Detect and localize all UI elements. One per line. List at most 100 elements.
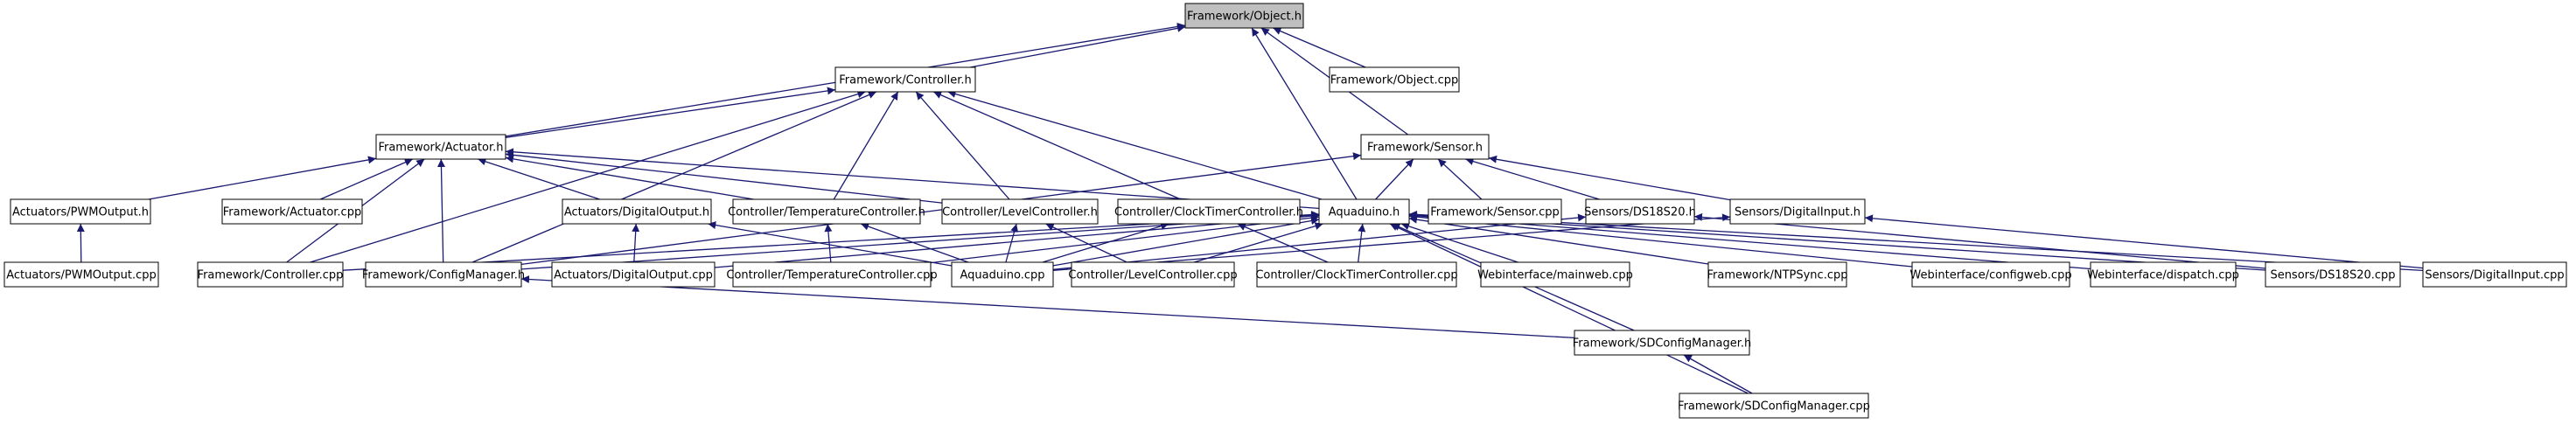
node-label: Controller/ClockTimerController.cpp xyxy=(1255,269,1457,282)
node-level-h[interactable]: Controller/LevelController.h xyxy=(941,198,1099,225)
node-box[interactable] xyxy=(834,66,976,93)
node-sdcfg-h[interactable]: Framework/SDConfigManager.h xyxy=(1573,330,1751,356)
node-label: Framework/NTPSync.cpp xyxy=(1707,269,1848,282)
node-temp-cpp[interactable]: Controller/TemperatureController.cpp xyxy=(726,261,938,288)
node-box[interactable] xyxy=(951,261,1054,288)
edge-level_cpp-to-level_h xyxy=(1045,223,1127,263)
node-label: Actuators/PWMOutput.h xyxy=(12,206,149,219)
edge-din_cpp-to-din_h xyxy=(1864,214,2424,269)
edge-act_cpp-to-act_h xyxy=(319,158,414,200)
node-pwm-cpp[interactable]: Actuators/PWMOutput.cpp xyxy=(3,261,159,288)
node-ds-h[interactable]: Sensors/DS18S20.h xyxy=(1584,198,1696,225)
edge-temp_h-to-act_h xyxy=(505,155,754,200)
node-sdcfg-cpp[interactable]: Framework/SDConfigManager.cpp xyxy=(1678,393,1870,419)
node-label: Sensors/DS18S20.cpp xyxy=(2270,269,2395,282)
edges-layer xyxy=(76,23,2424,394)
node-label: Framework/Object.h xyxy=(1187,10,1302,24)
node-box[interactable] xyxy=(1679,393,1869,419)
node-aqua-cpp[interactable]: Aquaduino.cpp xyxy=(951,261,1054,288)
node-dout-cpp[interactable]: Actuators/DigitalOutput.cpp xyxy=(551,261,716,288)
node-label: Controller/TemperatureController.cpp xyxy=(726,269,937,282)
node-box[interactable] xyxy=(2422,261,2567,288)
edge-din_h-to-sensor_h xyxy=(1488,155,1731,201)
node-ctrl-cpp[interactable]: Framework/Controller.cpp xyxy=(197,261,344,288)
node-sensor-cpp[interactable]: Framework/Sensor.cpp xyxy=(1428,198,1562,225)
node-dispatch-cpp[interactable]: Webinterface/dispatch.cpp xyxy=(2087,261,2239,288)
node-label: Actuators/PWMOutput.cpp xyxy=(6,269,157,282)
node-box[interactable] xyxy=(1428,198,1562,225)
node-label: Sensors/DigitalInput.cpp xyxy=(2425,269,2564,282)
edge-sdcfg_cpp-to-sdcfg_h xyxy=(1683,354,1753,394)
node-label: Framework/ConfigManager.h xyxy=(362,269,525,282)
edge-obj_cpp-to-obj_h xyxy=(1273,27,1366,68)
node-ds-cpp[interactable]: Sensors/DS18S20.cpp xyxy=(2265,261,2401,288)
node-label: Framework/Sensor.cpp xyxy=(1430,206,1560,219)
node-label: Aquaduino.h xyxy=(1329,206,1400,219)
edge-aqua_cpp-to-aqua_h xyxy=(1052,217,1320,267)
node-pwm-h[interactable]: Actuators/PWMOutput.h xyxy=(10,198,151,225)
node-box[interactable] xyxy=(1911,261,2070,288)
node-box[interactable] xyxy=(1256,261,1457,288)
node-level-cpp[interactable]: Controller/LevelController.cpp xyxy=(1068,261,1238,288)
node-box[interactable] xyxy=(941,198,1099,225)
node-dout-h[interactable]: Actuators/DigitalOutput.h xyxy=(562,198,712,225)
node-clock-h[interactable]: Controller/ClockTimerController.h xyxy=(1114,198,1303,225)
node-sensor-h[interactable]: Framework/Sensor.h xyxy=(1360,134,1490,160)
node-mainweb-cpp[interactable]: Webinterface/mainweb.cpp xyxy=(1477,261,1633,288)
edge-cfg_h-to-act_h xyxy=(436,158,445,263)
node-box[interactable] xyxy=(1574,330,1750,356)
edge-clock_cpp-to-clock_h xyxy=(1237,223,1329,263)
node-configweb-cpp[interactable]: Webinterface/configweb.cpp xyxy=(1909,261,2072,288)
node-label: Webinterface/mainweb.cpp xyxy=(1477,269,1633,282)
node-box[interactable] xyxy=(197,261,344,288)
node-box[interactable] xyxy=(3,261,159,288)
node-act-h[interactable]: Framework/Actuator.h xyxy=(375,134,506,160)
node-aqua-h[interactable]: Aquaduino.h xyxy=(1318,198,1410,225)
node-act-cpp[interactable]: Framework/Actuator.cpp xyxy=(221,198,363,225)
node-box[interactable] xyxy=(1184,3,1304,29)
edge-dout_h-to-act_h xyxy=(478,157,600,200)
node-box[interactable] xyxy=(10,198,151,225)
node-box[interactable] xyxy=(221,198,363,225)
node-label: Controller/TemperatureController.h xyxy=(728,206,925,219)
node-box[interactable] xyxy=(1360,134,1490,160)
node-obj-cpp[interactable]: Framework/Object.cpp xyxy=(1329,66,1460,93)
node-box[interactable] xyxy=(1318,198,1410,225)
node-box[interactable] xyxy=(2265,261,2401,288)
node-box[interactable] xyxy=(1071,261,1235,288)
edge-level_h-to-ctrl_h xyxy=(915,91,1010,200)
node-box[interactable] xyxy=(732,198,921,225)
node-ntp-cpp[interactable]: Framework/NTPSync.cpp xyxy=(1707,261,1848,288)
edge-clock_cpp-to-aqua_h xyxy=(1358,223,1366,263)
node-box[interactable] xyxy=(1480,261,1630,288)
node-label: Framework/SDConfigManager.cpp xyxy=(1678,400,1870,414)
node-box[interactable] xyxy=(1729,198,1866,225)
node-obj-h[interactable]: Framework/Object.h xyxy=(1184,3,1304,29)
edge-temp_cpp-to-temp_h xyxy=(824,223,833,263)
node-box[interactable] xyxy=(1585,198,1695,225)
node-box[interactable] xyxy=(365,261,522,288)
node-din-cpp[interactable]: Sensors/DigitalInput.cpp xyxy=(2422,261,2567,288)
edge-cfg_h-to-ctrl_h xyxy=(471,91,877,263)
node-box[interactable] xyxy=(1329,66,1460,93)
node-box[interactable] xyxy=(551,261,716,288)
node-din-h[interactable]: Sensors/DigitalInput.h xyxy=(1729,198,1866,225)
node-box[interactable] xyxy=(1707,261,1847,288)
node-temp-h[interactable]: Controller/TemperatureController.h xyxy=(728,198,925,225)
node-label: Aquaduino.cpp xyxy=(960,269,1045,282)
node-box[interactable] xyxy=(732,261,932,288)
node-box[interactable] xyxy=(562,198,712,225)
edge-aqua_cpp-to-temp_h xyxy=(860,222,969,263)
nodes-layer: Framework/Object.hFramework/Controller.h… xyxy=(3,3,2567,419)
node-label: Webinterface/configweb.cpp xyxy=(1909,269,2071,282)
node-box[interactable] xyxy=(1117,198,1301,225)
node-clock-cpp[interactable]: Controller/ClockTimerController.cpp xyxy=(1255,261,1458,288)
edge-configweb_cpp-to-aqua_h xyxy=(1408,212,1913,268)
node-label: Framework/Object.cpp xyxy=(1330,74,1458,87)
node-cfg-h[interactable]: Framework/ConfigManager.h xyxy=(362,261,525,288)
node-box[interactable] xyxy=(375,134,506,160)
edge-sdcfg_cpp-to-aqua_h xyxy=(1389,223,1749,394)
node-ctrl-h[interactable]: Framework/Controller.h xyxy=(834,66,976,93)
node-box[interactable] xyxy=(2090,261,2237,288)
